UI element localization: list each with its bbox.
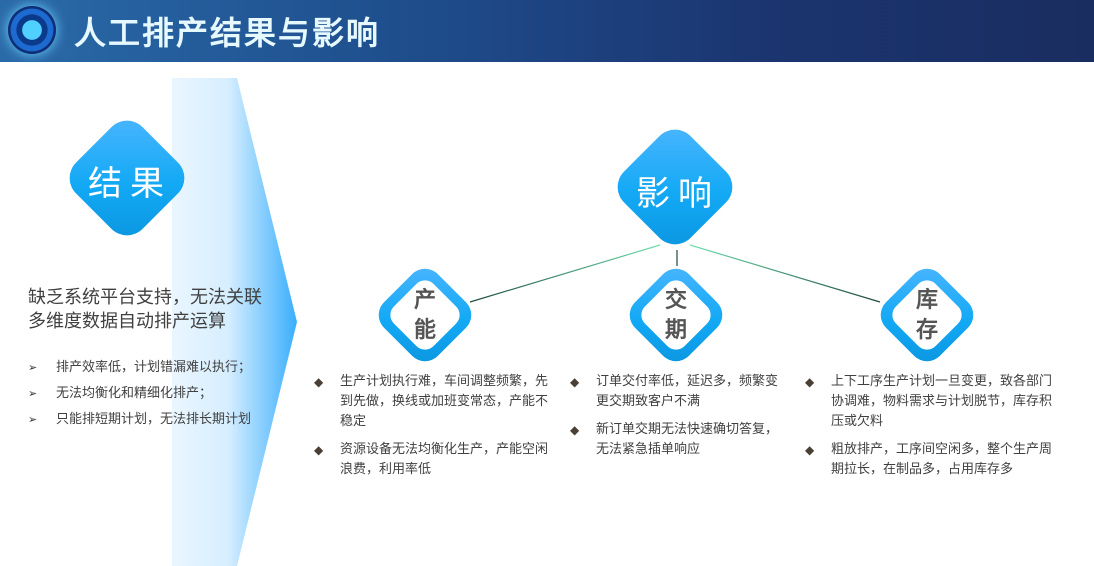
connector-line — [469, 244, 661, 303]
diamond-bullet-icon: ◆ — [570, 423, 580, 437]
result-label: 结果 — [88, 164, 172, 204]
page-title: 人工排产结果与影响 — [74, 14, 381, 52]
list-item: ➢无法均衡化和精细化排产； — [28, 384, 251, 410]
diamond-bullet-icon: ◆ — [805, 443, 815, 457]
list-item: ➢只能排短期计划，无法排长期计划 — [28, 410, 251, 436]
list-item: ◆上下工序生产计划一旦变更，致各部门协调难，物料需求与计划脱节，库存积压或欠料 — [805, 372, 1061, 432]
inventory-impacts: ◆上下工序生产计划一旦变更，致各部门协调难，物料需求与计划脱节，库存积压或欠料 … — [805, 372, 1061, 488]
result-bullets: ➢排产效率低，计划错漏难以执行； ➢无法均衡化和精细化排产； ➢只能排短期计划，… — [28, 358, 251, 436]
arrow-bullet-icon: ➢ — [28, 387, 38, 400]
header-bar: 人工排产结果与影响 — [0, 0, 1094, 62]
list-item: ◆订单交付率低，延迟多，频繁变更交期致客户不满 — [570, 372, 790, 412]
connector-line — [689, 244, 881, 303]
arrow-bullet-icon: ➢ — [28, 413, 38, 426]
impact-label: 影响 — [636, 174, 720, 214]
diamond-bullet-icon: ◆ — [805, 375, 815, 389]
capacity-impacts: ◆生产计划执行难，车间调整频繁，先到先做，换线或加班变常态，产能不稳定 ◆资源设… — [314, 372, 550, 488]
result-summary: 缺乏系统平台支持，无法关联多维度数据自动排产运算 — [28, 287, 262, 332]
delivery-impacts: ◆订单交付率低，延迟多，频繁变更交期致客户不满 ◆新订单交期无法快速确切答复，无… — [570, 372, 790, 468]
delivery-label: 交期 — [664, 288, 687, 343]
diamond-bullet-icon: ◆ — [570, 375, 580, 389]
capacity-label: 产能 — [413, 288, 436, 343]
list-item: ◆资源设备无法均衡化生产，产能空闲浪费，利用率低 — [314, 440, 550, 480]
diamond-bullet-icon: ◆ — [314, 375, 324, 389]
diamond-bullet-icon: ◆ — [314, 443, 324, 457]
arrow-bullet-icon: ➢ — [28, 361, 38, 374]
globe-logo-icon — [8, 6, 56, 54]
list-item: ◆粗放排产，工序间空闲多，整个生产周期拉长，在制品多，占用库存多 — [805, 440, 1061, 480]
list-item: ◆新订单交期无法快速确切答复，无法紧急插单响应 — [570, 420, 790, 460]
list-item: ◆生产计划执行难，车间调整频繁，先到先做，换线或加班变常态，产能不稳定 — [314, 372, 550, 432]
inventory-label: 库存 — [915, 288, 938, 343]
list-item: ➢排产效率低，计划错漏难以执行； — [28, 358, 251, 384]
